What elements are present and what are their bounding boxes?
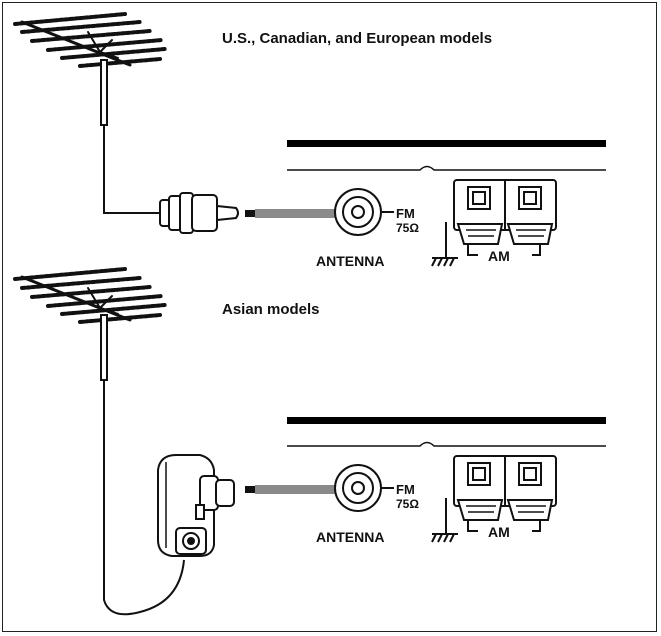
- coaxial-plug-icon: [159, 192, 239, 234]
- section-title-us: U.S., Canadian, and European models: [222, 30, 492, 47]
- section-title-asian: Asian models: [222, 301, 320, 318]
- fm-antenna-jack: [334, 188, 394, 236]
- am-label: AM: [488, 248, 510, 264]
- antenna-adapter-icon: [157, 454, 235, 557]
- fm-label: FM: [396, 206, 415, 221]
- section-asian: Asian models: [13, 267, 606, 616]
- am-antenna-terminals: [445, 455, 557, 533]
- antenna-cable: [103, 125, 160, 214]
- receiver-rear-panel: [287, 417, 606, 447]
- ground-icon: [431, 257, 458, 267]
- am-antenna-terminals: [445, 179, 557, 257]
- section-us-canadian-european: U.S., Canadian, and European models: [13, 12, 606, 269]
- fm-antenna-icon: [13, 267, 167, 381]
- am-label: AM: [488, 524, 510, 540]
- impedance-label: 75Ω: [396, 221, 419, 235]
- antenna-cable: [103, 380, 185, 616]
- impedance-label: 75Ω: [396, 497, 419, 511]
- fm-antenna-jack: [334, 464, 394, 512]
- antenna-label: ANTENNA: [316, 529, 384, 545]
- ground-icon: [431, 533, 458, 543]
- receiver-rear-panel: [287, 140, 606, 171]
- antenna-label: ANTENNA: [316, 253, 384, 269]
- fm-antenna-icon: [13, 12, 167, 126]
- fm-label: FM: [396, 482, 415, 497]
